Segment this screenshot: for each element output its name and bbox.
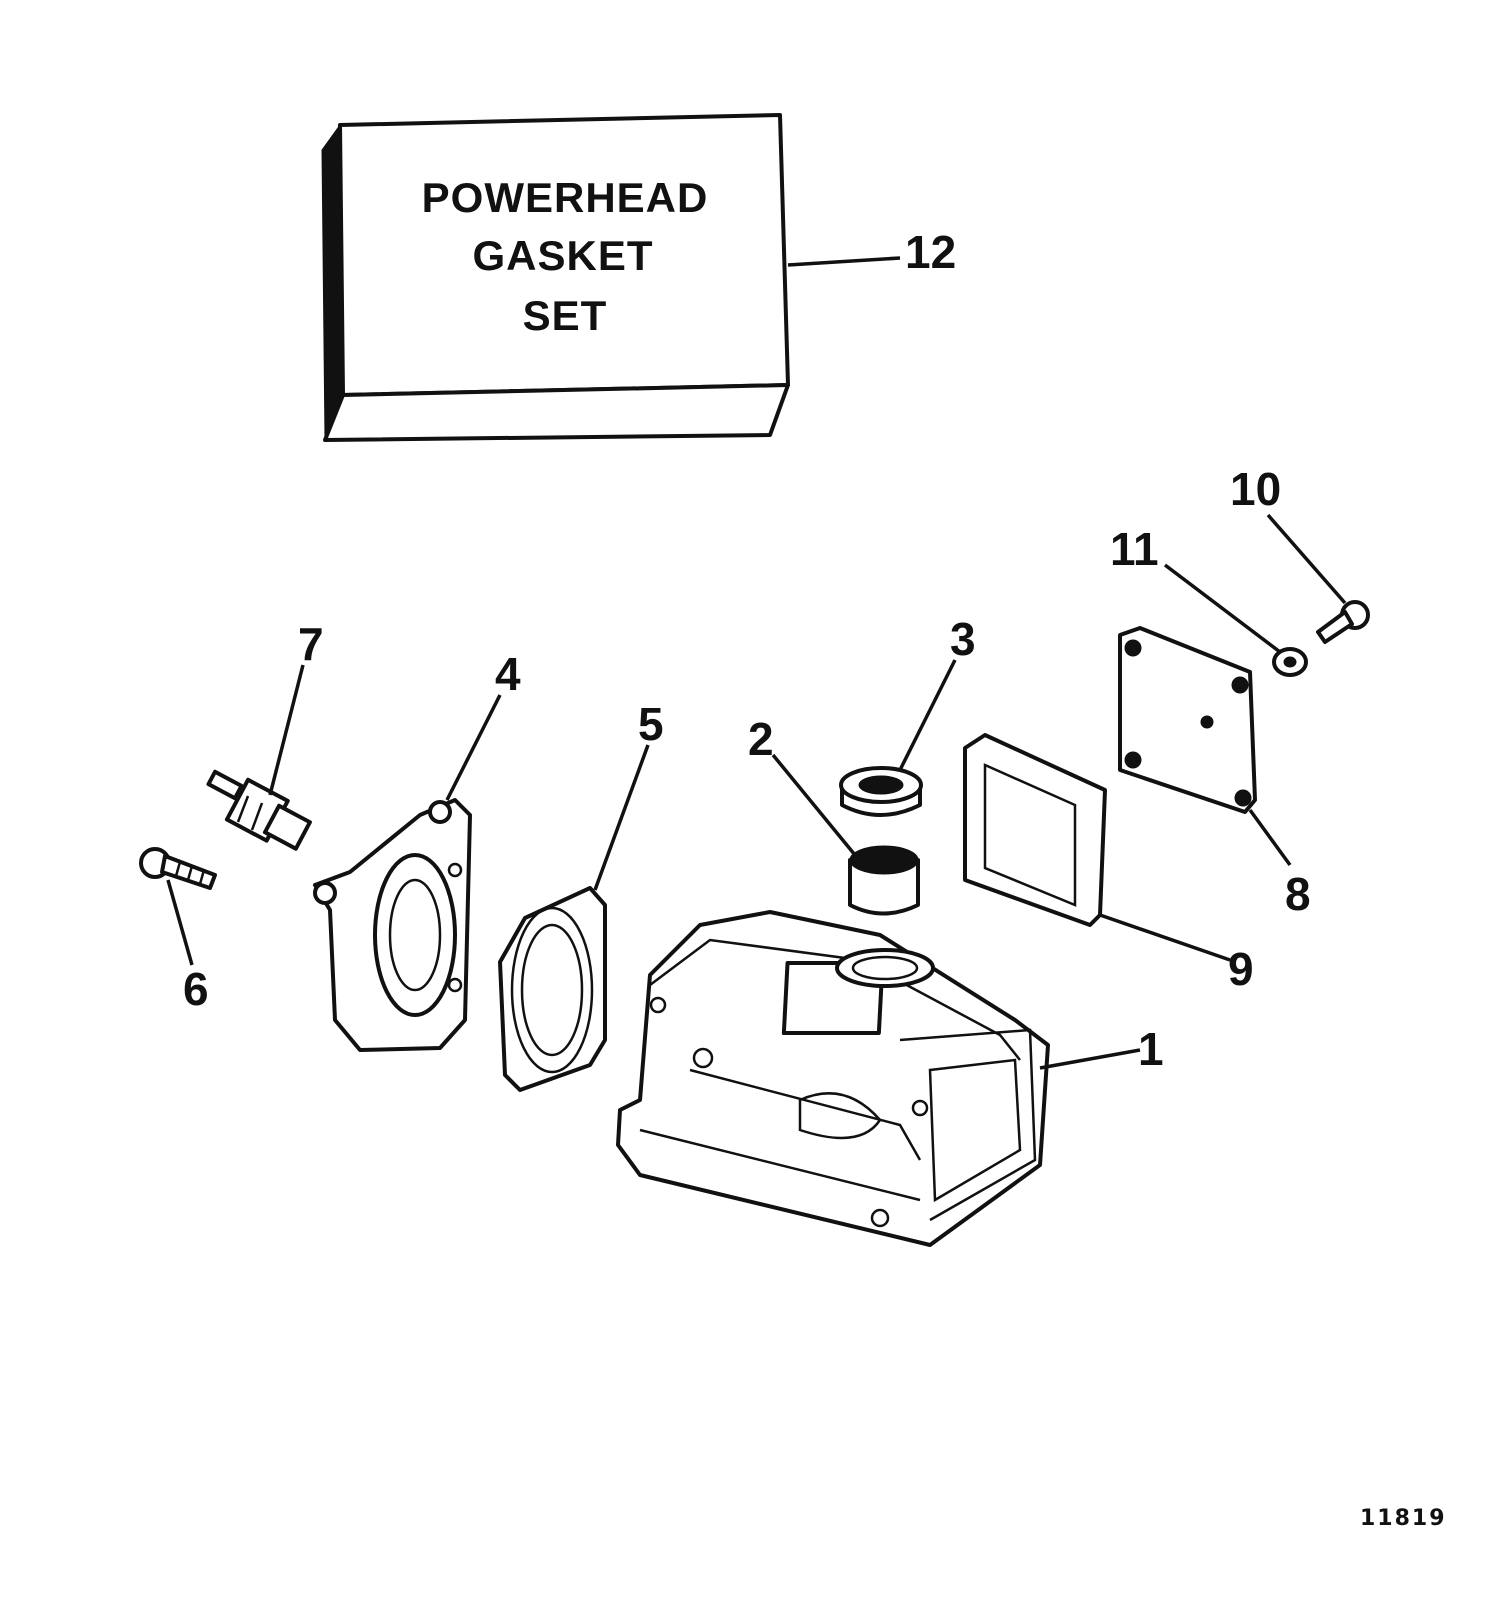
part-5-gasket (498, 886, 607, 1092)
callout-3: 3 (950, 613, 976, 665)
leader-line-1 (1039, 1048, 1141, 1070)
part-8-cover (1118, 626, 1257, 814)
callout-8: 8 (1285, 868, 1311, 920)
callout-7: 7 (298, 618, 324, 670)
gasket-box-line3: SET (523, 292, 608, 339)
part-1-main-housing (616, 910, 1050, 1247)
leader-line-3 (898, 659, 957, 771)
callout-5: 5 (638, 698, 664, 750)
callout-2: 2 (748, 713, 774, 765)
leader-line-4 (445, 694, 502, 801)
part-4-housing (313, 798, 472, 1052)
part-11-washer (1272, 647, 1308, 677)
leader-line-10 (1266, 513, 1347, 605)
leader-line-2 (771, 753, 857, 857)
part-7-fitting (206, 769, 312, 851)
leader-line-7 (268, 664, 305, 796)
gasket-box-line1: POWERHEAD (422, 174, 709, 221)
figure-number: 11819 (1360, 1506, 1447, 1531)
callout-6: 6 (183, 963, 209, 1015)
callout-12: 12 (905, 226, 956, 278)
leader-line-5 (593, 744, 650, 891)
leader-line-9 (1099, 913, 1231, 962)
part-2-bushing (848, 845, 920, 916)
part-3-seal (839, 766, 923, 817)
callout-10: 10 (1230, 463, 1281, 515)
part-9-gasket (963, 733, 1107, 927)
callout-9: 9 (1228, 943, 1254, 995)
leader-line-12 (787, 256, 901, 267)
leader-line-8 (1248, 808, 1292, 867)
callout-4: 4 (495, 648, 521, 700)
callout-11: 11 (1110, 523, 1159, 575)
gasket-set-box: POWERHEAD GASKET SET (321, 113, 790, 442)
leader-line-6 (166, 879, 194, 966)
gasket-box-line2: GASKET (472, 232, 653, 279)
leader-line-11 (1163, 563, 1282, 654)
part-6-screw (139, 847, 217, 890)
callout-1: 1 (1138, 1023, 1164, 1075)
part-10-bolt (1316, 600, 1370, 644)
